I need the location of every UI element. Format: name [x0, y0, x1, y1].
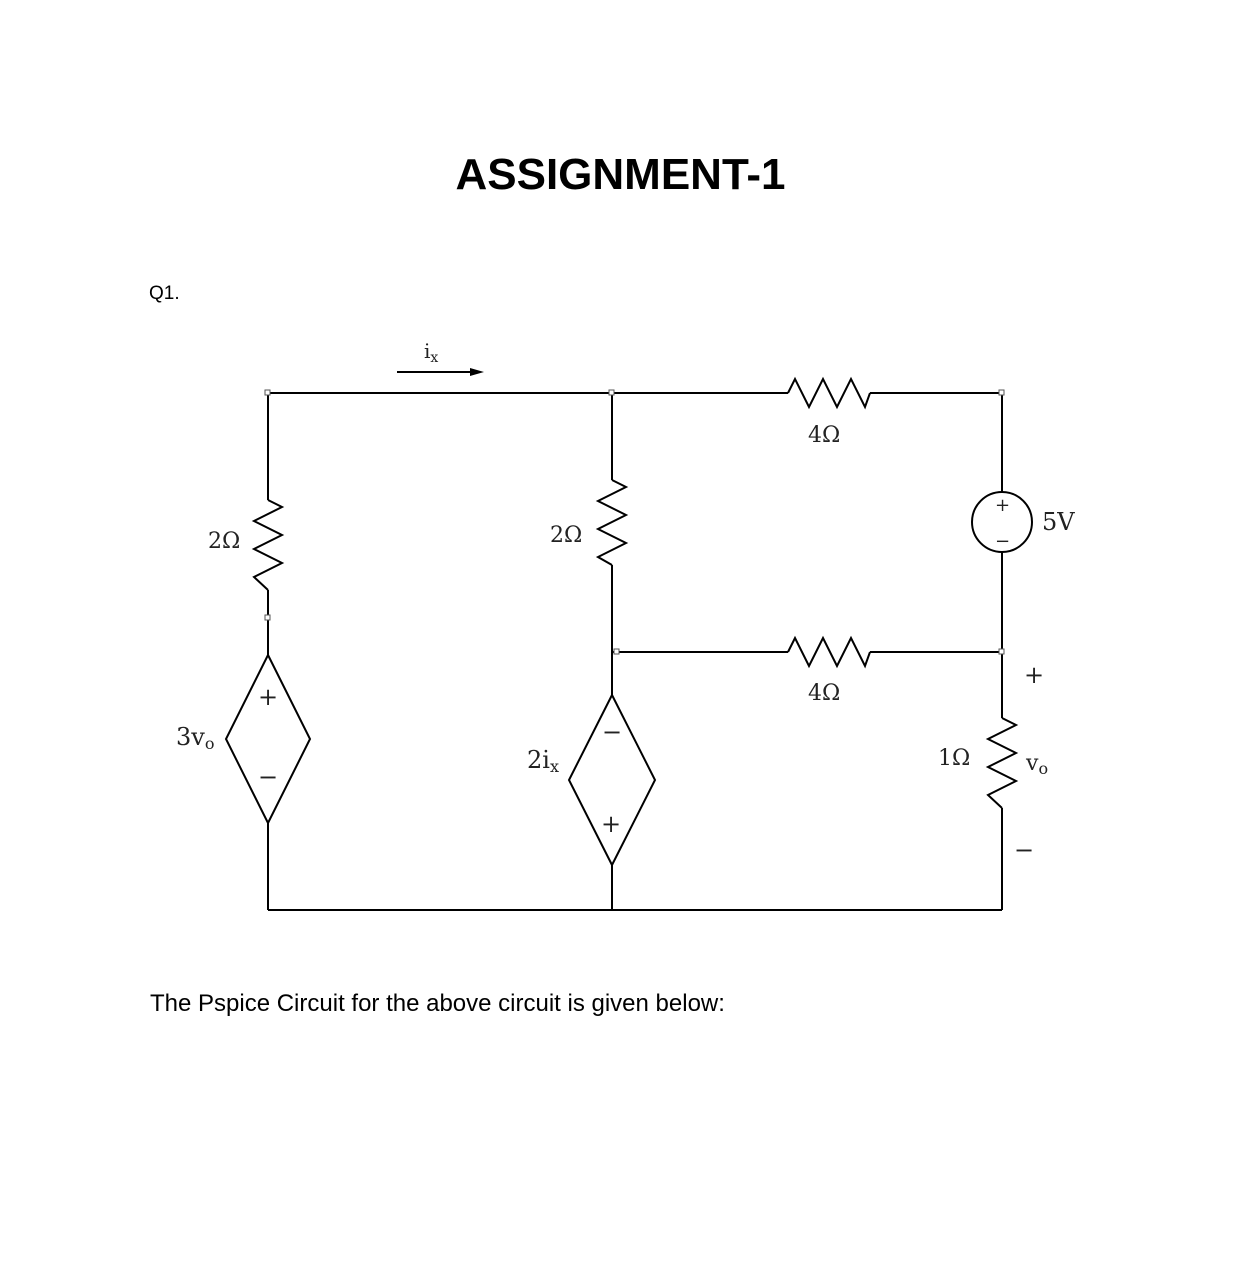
resistor-top-label: 4Ω [808, 423, 840, 448]
dep-left-label: 3vo [176, 723, 214, 753]
voltage-source-5v: + − 5V [971, 491, 1075, 553]
dep-center-plus: + [601, 810, 621, 838]
dep-center-label: 2ix [527, 746, 559, 776]
source-minus: − [995, 531, 1010, 552]
source-plus: + [995, 495, 1010, 516]
vo-plus: + [1024, 661, 1044, 689]
current-arrow-ix: ix [397, 339, 484, 376]
resistor-left: 2Ω [208, 499, 285, 591]
resistor-middle: 4Ω [787, 635, 871, 706]
question-label: Q1. [149, 283, 180, 304]
source-value-label: 5V [1042, 508, 1075, 536]
resistor-right-label: 1Ω [938, 746, 970, 771]
resistor-center-label: 2Ω [550, 523, 582, 548]
resistor-top: 4Ω [787, 376, 871, 448]
dep-left-plus: + [258, 683, 278, 711]
resistor-center: 2Ω [550, 479, 629, 566]
dependent-source-center: − + 2ix [527, 692, 657, 868]
caption-text: The Pspice Circuit for the above circuit… [150, 990, 725, 1017]
wires [267, 392, 1003, 911]
resistor-right: 1Ω [938, 717, 1019, 809]
resistor-middle-label: 4Ω [808, 681, 840, 706]
page-title: ASSIGNMENT-1 [455, 150, 786, 199]
dep-left-minus: − [258, 763, 278, 791]
vo-label: vo [1025, 751, 1048, 778]
dep-center-minus: − [602, 718, 622, 746]
resistor-left-label: 2Ω [208, 529, 240, 554]
vo-minus: − [1014, 836, 1034, 864]
output-voltage-labels: + vo − [1014, 661, 1048, 864]
current-label: ix [424, 339, 438, 366]
dependent-source-left: + − 3vo [176, 652, 312, 826]
junction-nodes [264, 389, 1005, 655]
